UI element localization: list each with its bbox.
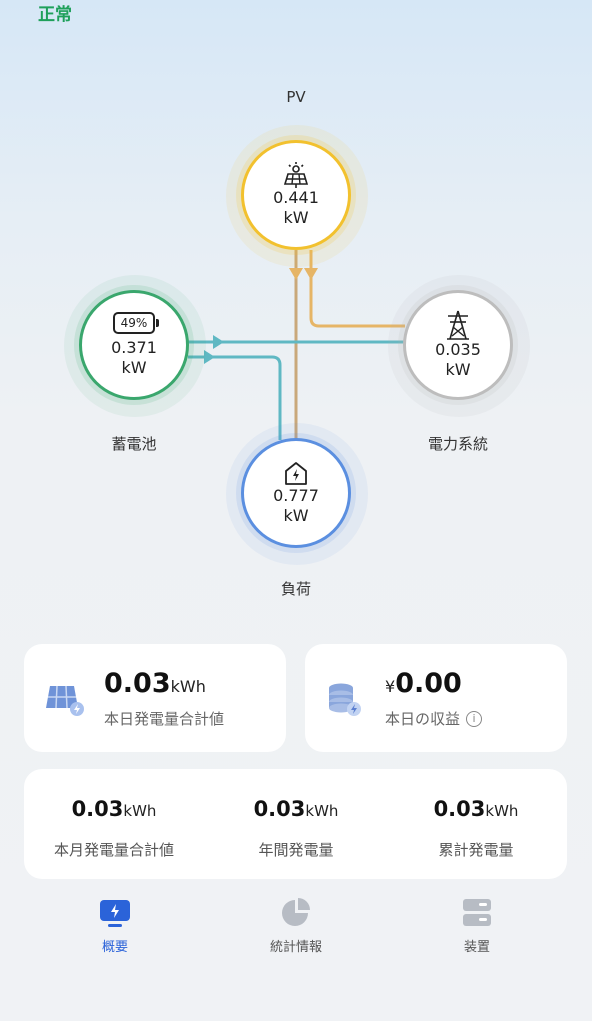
battery-icon: 49% xyxy=(113,312,159,334)
pv-value: 0.441 xyxy=(273,188,319,207)
nav-statistics[interactable]: 統計情報 xyxy=(236,898,356,955)
stat-year[interactable]: 0.03kWh 年間発電量 xyxy=(206,797,386,860)
pv-label: PV xyxy=(286,88,306,106)
grid-node[interactable]: 0.035 kW xyxy=(403,290,513,400)
battery-grid-arrow xyxy=(213,335,224,349)
solar-panel-icon xyxy=(46,685,84,716)
nav-devices-label: 装置 xyxy=(463,940,490,955)
battery-unit: kW xyxy=(121,358,147,377)
pv-node[interactable]: 0.441 kW xyxy=(241,140,351,250)
summary-stats-card: 0.03kWh 本月発電量合計値 0.03kWh 年間発電量 0.03kWh 累… xyxy=(24,769,567,879)
pv-load-arrow xyxy=(289,268,303,280)
battery-to-load-line xyxy=(188,355,282,440)
stat-month-label: 本月発電量合計値 xyxy=(53,841,174,859)
revenue-currency: ¥ xyxy=(385,677,396,696)
stat-month[interactable]: 0.03kWh 本月発電量合計値 xyxy=(24,797,204,860)
today-revenue-label: 本日の収益 xyxy=(385,710,461,728)
stat-month-value: 0.03 xyxy=(71,797,124,821)
today-generation-card[interactable]: 0.03kWh 本日発電量合計値 xyxy=(24,644,286,752)
load-label: 負荷 xyxy=(280,580,311,598)
today-generation-label: 本日発電量合計値 xyxy=(104,710,225,728)
stat-year-value: 0.03 xyxy=(253,797,306,821)
system-status: 正常 xyxy=(38,5,72,25)
power-tower-icon xyxy=(447,310,469,340)
coins-icon xyxy=(329,683,361,716)
solar-panel-icon xyxy=(283,162,309,188)
battery-label: 蓄電池 xyxy=(111,435,157,453)
pv-grid-arrow xyxy=(304,268,318,280)
stat-year-unit: kWh xyxy=(305,802,339,820)
today-generation-unit: kWh xyxy=(170,677,206,696)
today-generation-value: 0.03 xyxy=(104,668,171,699)
pie-chart-icon xyxy=(282,898,310,926)
stat-total-label: 累計発電量 xyxy=(438,841,514,859)
today-revenue-card[interactable]: ¥0.00 本日の収益 i xyxy=(305,644,567,752)
load-value: 0.777 xyxy=(273,486,319,505)
stat-total-value: 0.03 xyxy=(433,797,486,821)
monitor-lightning-icon xyxy=(100,900,130,927)
pv-to-grid-line xyxy=(309,250,405,328)
load-unit: kW xyxy=(283,506,309,525)
load-node[interactable]: 0.777 kW xyxy=(241,438,351,548)
grid-value: 0.035 xyxy=(435,340,481,359)
nav-devices[interactable]: 装置 xyxy=(417,898,537,955)
grid-label: 電力系統 xyxy=(427,435,488,453)
pv-unit: kW xyxy=(283,208,309,227)
server-icon xyxy=(463,899,491,926)
battery-soc: 49% xyxy=(120,316,148,330)
grid-unit: kW xyxy=(445,360,471,379)
nav-overview[interactable]: 概要 xyxy=(55,898,175,955)
stat-total-unit: kWh xyxy=(485,802,519,820)
stat-total[interactable]: 0.03kWh 累計発電量 xyxy=(386,797,566,860)
energy-flow-lines xyxy=(188,250,405,440)
battery-value: 0.371 xyxy=(111,338,157,357)
stat-month-unit: kWh xyxy=(123,802,157,820)
stat-year-label: 年間発電量 xyxy=(258,841,334,859)
nav-statistics-label: 統計情報 xyxy=(269,940,322,955)
home-lightning-icon xyxy=(285,462,307,485)
nav-overview-label: 概要 xyxy=(101,940,128,955)
today-revenue-value: 0.00 xyxy=(395,668,462,699)
battery-load-arrow xyxy=(204,350,215,364)
info-icon[interactable]: i xyxy=(466,710,483,727)
battery-node[interactable]: 49% 0.371 kW xyxy=(79,290,189,400)
